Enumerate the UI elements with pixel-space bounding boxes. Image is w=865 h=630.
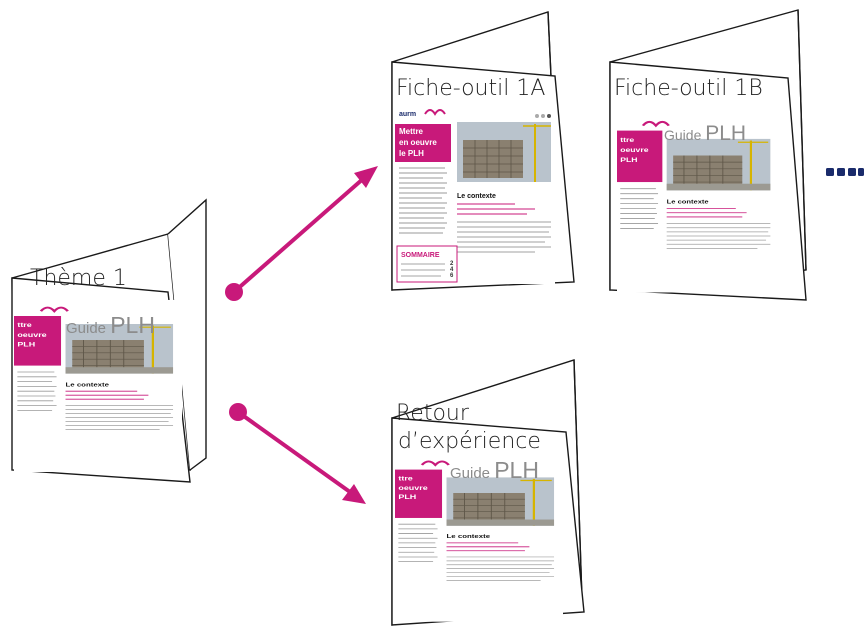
svg-text:en oeuvre: en oeuvre [399,138,437,147]
ellipsis-dots-icon [826,168,864,176]
booklet-theme-1: Thème 1 Guide PLH [11,198,207,483]
svg-text:Mettre: Mettre [399,127,424,136]
arrow-theme-to-retour [229,403,366,504]
booklet-retour-experience: Retour d’expérience Guide PLH [391,359,585,626]
sommaire-label: SOMMAIRE [401,252,440,259]
aurm-logo: aurm [399,111,416,118]
booklet-title: Retour [396,401,470,426]
booklet-fiche-outil-1a: Fiche-outil 1A aurm Mettre en oeuvre le … [391,11,575,291]
booklet-title: Thème 1 [30,266,127,291]
sommaire-page-number: 4 [450,267,454,273]
sommaire-page-number: 6 [450,273,454,279]
cover-brand: Guide PLH [450,457,539,483]
svg-text:le PLH: le PLH [399,149,424,158]
svg-text:Le contexte: Le contexte [457,193,496,200]
cover-brand: Guide PLH [66,312,155,338]
sommaire-page-number: 2 [450,261,454,267]
booklet-title: Fiche-outil 1A [396,76,545,101]
booklet-fiche-outil-1b: Fiche-outil 1B Guide PLH [609,9,807,301]
booklet-title: Fiche-outil 1B [614,76,763,101]
booklet-title-line-2: d’expérience [398,429,541,454]
arrow-theme-to-fiche-1a [225,166,378,301]
cover-brand: Guide PLH [664,122,746,145]
